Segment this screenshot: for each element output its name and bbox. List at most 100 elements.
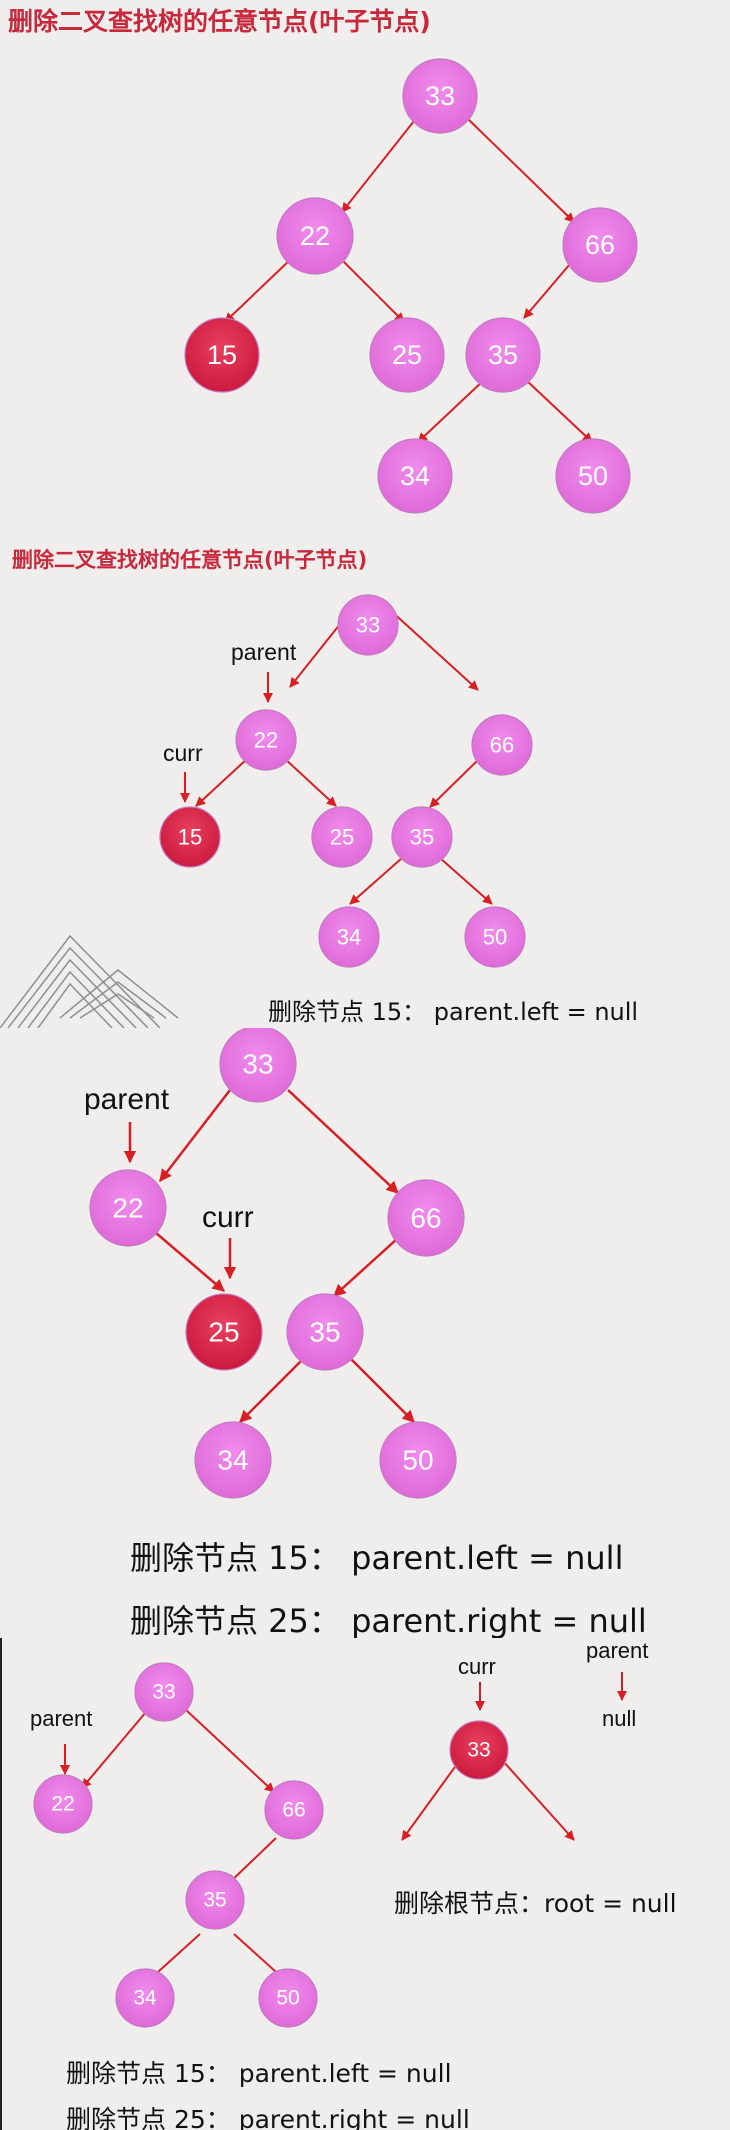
svg-text:66: 66	[282, 1799, 305, 1822]
mountain-decoration	[0, 934, 179, 1028]
parent-label: parent	[84, 1083, 170, 1116]
svg-text:66: 66	[585, 230, 615, 260]
parent-label: parent	[30, 1706, 93, 1731]
root-left-branch	[401, 1759, 461, 1841]
svg-text:35: 35	[203, 1889, 226, 1912]
svg-text:34: 34	[337, 925, 361, 950]
node-50: 50	[379, 1421, 457, 1499]
panel-1-title: 删除二叉查找树的任意节点(叶子节点)	[8, 7, 431, 36]
node-35: 35	[465, 317, 541, 393]
svg-text:34: 34	[217, 1445, 248, 1476]
svg-text:66: 66	[410, 1203, 441, 1234]
node-33: 33	[134, 1662, 194, 1722]
node-15-highlighted: 15	[159, 806, 221, 868]
node-34: 34	[194, 1421, 272, 1499]
edge-22-25	[339, 257, 405, 323]
delete-25-caption: 删除节点 25： parent.right = null	[66, 2105, 470, 2130]
node-33: 33	[337, 594, 399, 656]
svg-text:34: 34	[400, 461, 430, 491]
parent-label: parent	[231, 639, 297, 665]
edge-35-34	[417, 379, 485, 443]
node-34: 34	[318, 906, 380, 968]
node-66: 66	[264, 1780, 324, 1840]
svg-text:22: 22	[300, 221, 330, 251]
svg-text:33: 33	[467, 1739, 490, 1762]
svg-text:22: 22	[254, 728, 278, 753]
panel-1: 删除二叉查找树的任意节点(叶子节点) 33 22 66 15 25 35 34 …	[0, 0, 730, 540]
delete-15-caption: 删除节点 15： parent.left = null	[66, 2059, 452, 2088]
edge-33-66	[467, 118, 575, 223]
svg-text:35: 35	[488, 340, 518, 370]
panel-3: 33 22 66 25 35 34 50 parent curr 删除节点 15…	[0, 1028, 730, 1638]
edge-22-25	[155, 1232, 225, 1292]
root-node-33-highlighted: 33	[449, 1720, 509, 1780]
panel-2-tree: 33 22 66 15 25 35 34 50	[159, 594, 533, 968]
node-22: 22	[235, 709, 297, 771]
svg-text:50: 50	[578, 461, 608, 491]
node-35: 35	[286, 1293, 364, 1371]
node-66: 66	[387, 1179, 465, 1257]
node-33: 33	[219, 1028, 297, 1103]
edge-35-50	[525, 379, 593, 443]
panel-1-edges	[224, 118, 593, 443]
node-22: 22	[276, 197, 354, 275]
panel-4: 33 22 66 35 34 50 33 parent curr parent …	[0, 1638, 730, 2130]
svg-text:33: 33	[425, 81, 455, 111]
curr-label: curr	[458, 1654, 496, 1679]
delete-root-caption: 删除根节点：root = null	[394, 1889, 677, 1918]
svg-text:15: 15	[207, 340, 237, 370]
panel-4-tree: 33 22 66 35 34 50 33	[33, 1662, 627, 2028]
node-33: 33	[402, 58, 478, 134]
node-22: 22	[89, 1169, 167, 1247]
edge-33-22	[159, 1089, 231, 1182]
svg-text:35: 35	[410, 825, 434, 850]
svg-text:25: 25	[330, 825, 354, 850]
panel-2-title: 删除二叉查找树的任意节点(叶子节点)	[12, 548, 368, 572]
edge-22-15	[195, 757, 249, 807]
edge-33-22	[341, 120, 415, 213]
edge-35-34	[349, 857, 403, 905]
edge-33-66	[287, 1089, 399, 1194]
node-25-highlighted: 25	[185, 1293, 263, 1371]
node-35: 35	[185, 1870, 245, 1930]
node-34: 34	[377, 438, 453, 514]
node-50: 50	[464, 906, 526, 968]
panel-2: 删除二叉查找树的任意节点(叶子节点) 33 22 66 15 25 35 34 …	[0, 540, 730, 1028]
edge-22-25	[283, 757, 337, 807]
svg-text:22: 22	[112, 1193, 143, 1224]
curr-label: curr	[163, 740, 203, 766]
edge-33-66	[389, 609, 479, 691]
root-right-branch	[501, 1759, 575, 1841]
svg-text:25: 25	[392, 340, 422, 370]
node-66: 66	[471, 714, 533, 776]
node-15-highlighted: 15	[184, 317, 260, 393]
svg-text:33: 33	[152, 1681, 175, 1704]
svg-text:50: 50	[402, 1445, 433, 1476]
delete-15-caption: 删除节点 15： parent.left = null	[268, 998, 639, 1026]
edge-35-50	[349, 1357, 415, 1423]
svg-text:22: 22	[51, 1793, 74, 1816]
node-22: 22	[33, 1774, 93, 1834]
node-35: 35	[391, 806, 453, 868]
node-25: 25	[369, 317, 445, 393]
delete-25-caption: 删除节点 25： parent.right = null	[130, 1602, 647, 1638]
node-25: 25	[311, 806, 373, 868]
edge-66-35	[523, 263, 571, 319]
edge-35-34	[239, 1357, 305, 1423]
node-50: 50	[555, 438, 631, 514]
edge-22-15	[224, 257, 293, 323]
root-parent-label: parent	[586, 1638, 649, 1663]
delete-15-caption: 删除节点 15： parent.left = null	[130, 1539, 624, 1577]
svg-text:34: 34	[133, 1987, 157, 2010]
node-50: 50	[258, 1968, 318, 2028]
null-label: null	[602, 1706, 637, 1731]
svg-text:33: 33	[242, 1049, 273, 1080]
edge-66-35	[333, 1237, 399, 1297]
panel-1-tree: 33 22 66 15 25 35 34 50	[184, 58, 638, 514]
svg-text:50: 50	[483, 925, 507, 950]
edge-33-66	[185, 1709, 275, 1793]
edge-35-50	[439, 857, 493, 905]
svg-text:35: 35	[309, 1317, 340, 1348]
edge-66-35	[227, 1837, 277, 1885]
svg-text:25: 25	[208, 1317, 239, 1348]
